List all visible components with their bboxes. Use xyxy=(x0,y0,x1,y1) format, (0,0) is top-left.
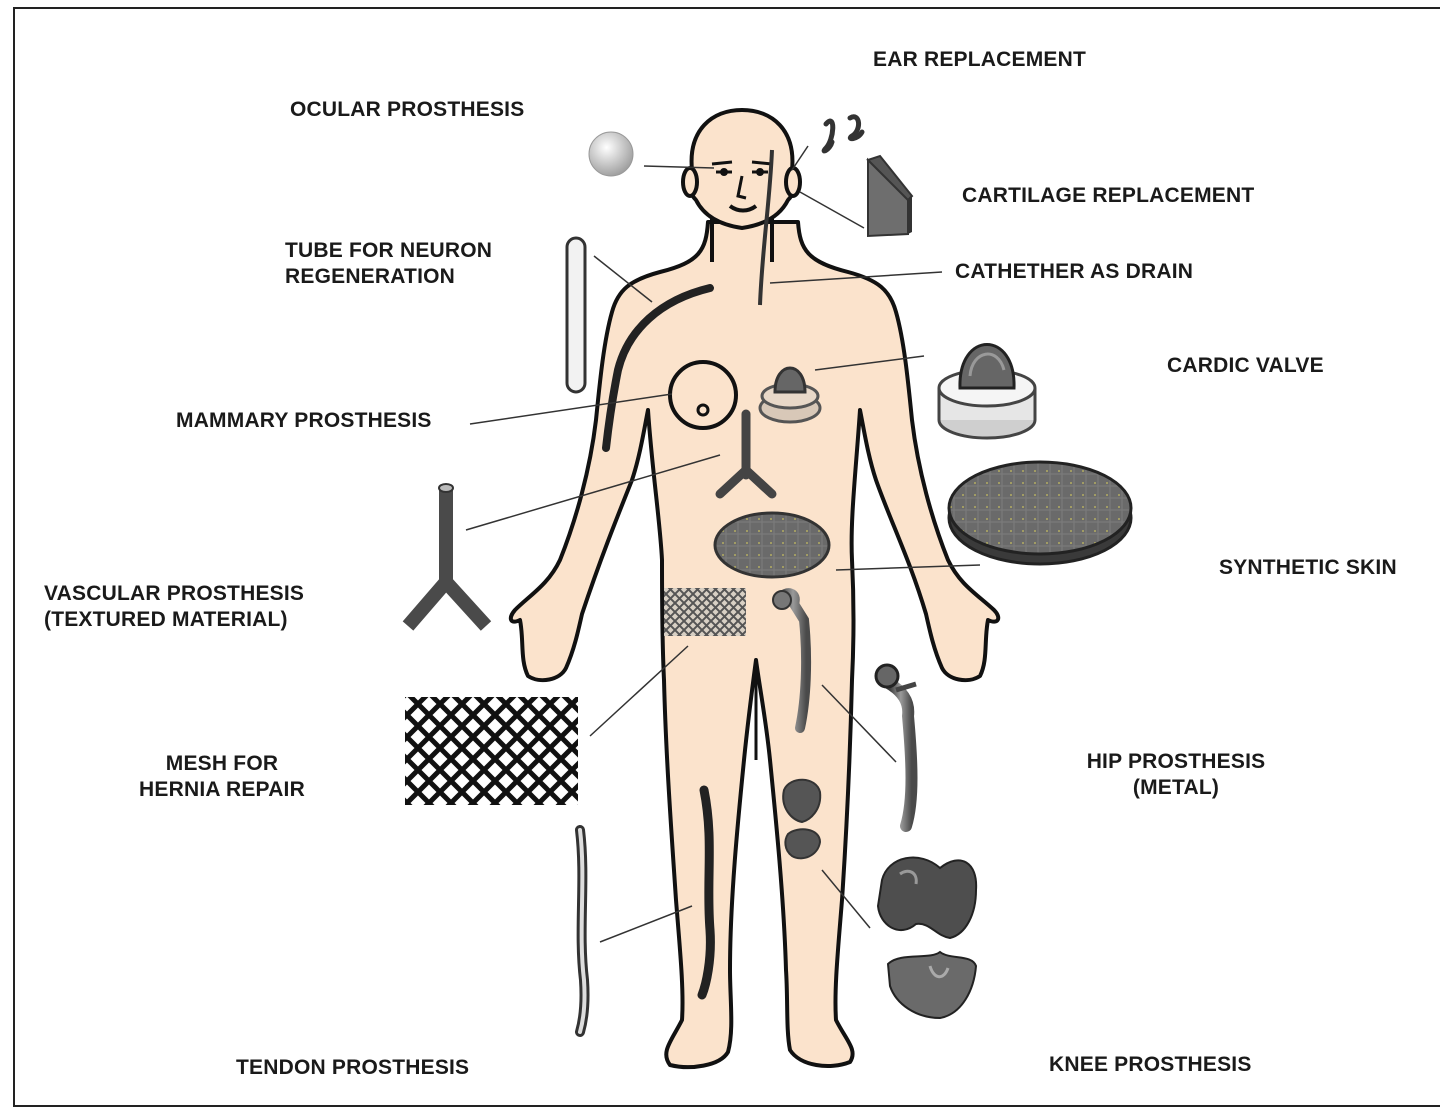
label-knee-prosthesis: KNEE PROSTHESIS xyxy=(1049,1052,1252,1078)
right-ear xyxy=(786,168,800,196)
cardiac-valve-device xyxy=(939,345,1035,439)
vascular-prosthesis-device xyxy=(408,488,486,626)
label-tube-neuron-line2: REGENERATION xyxy=(285,264,492,290)
label-synthetic-skin: SYNTHETIC SKIN xyxy=(1219,555,1397,581)
label-hip-line2: (METAL) xyxy=(1076,775,1276,801)
label-hip-prosthesis: HIP PROSTHESIS (METAL) xyxy=(1076,749,1276,801)
hip-prosthesis-device xyxy=(876,665,916,826)
label-ear-replacement: EAR REPLACEMENT xyxy=(873,47,1086,73)
label-ocular-prosthesis: OCULAR PROSTHESIS xyxy=(290,97,524,123)
label-tube-neuron-line1: TUBE FOR NEURON xyxy=(285,238,492,264)
label-hip-line1: HIP PROSTHESIS xyxy=(1076,749,1276,775)
ocular-prosthesis-device xyxy=(589,132,633,176)
skin-on-body xyxy=(715,513,829,577)
label-tube-neuron: TUBE FOR NEURON REGENERATION xyxy=(285,238,492,290)
cartilage-replacement-device xyxy=(868,156,912,236)
neuron-tube-device xyxy=(567,238,585,392)
label-tendon-prosthesis: TENDON PROSTHESIS xyxy=(236,1055,469,1081)
label-cartilage-replacement: CARTILAGE REPLACEMENT xyxy=(962,183,1254,209)
label-mesh-line1: MESH FOR xyxy=(130,751,314,777)
label-vascular-line2: (TEXTURED MATERIAL) xyxy=(44,607,304,633)
mesh-on-body xyxy=(664,588,746,636)
synthetic-skin-device xyxy=(949,462,1131,564)
label-vascular-prosthesis: VASCULAR PROSTHESIS (TEXTURED MATERIAL) xyxy=(44,581,304,633)
label-mesh-line2: HERNIA REPAIR xyxy=(130,777,314,803)
label-cardic-valve: CARDIC VALVE xyxy=(1167,353,1324,379)
left-ear xyxy=(683,168,697,196)
hernia-mesh-device xyxy=(405,697,578,805)
label-mammary-prosthesis: MAMMARY PROSTHESIS xyxy=(176,408,432,434)
knee-prosthesis-device xyxy=(878,858,976,1018)
label-vascular-line1: VASCULAR PROSTHESIS xyxy=(44,581,304,607)
ear-replacement-device xyxy=(824,117,862,151)
label-catheter-drain: CATHETHER AS DRAIN xyxy=(955,259,1193,285)
mammary-on-body xyxy=(670,362,736,428)
label-mesh-hernia: MESH FOR HERNIA REPAIR xyxy=(130,751,314,803)
